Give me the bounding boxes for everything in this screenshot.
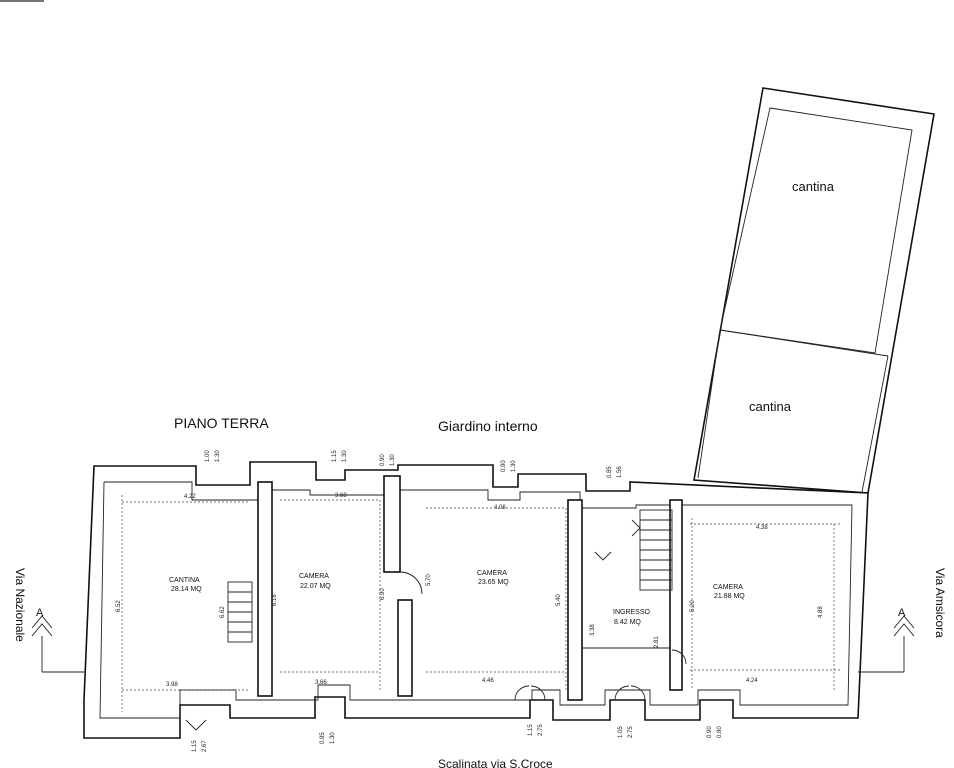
left-street-label: Via Nazionale xyxy=(13,568,27,642)
dimension-width: 3.68 xyxy=(335,493,347,499)
dimension-bottom: 1.15 xyxy=(528,724,534,736)
dimension-top: 0.85 xyxy=(607,466,613,478)
room-name: CAMERA xyxy=(477,570,507,577)
dimension-top: 1.56 xyxy=(617,466,623,478)
room-area: 23.65 MQ xyxy=(478,579,509,586)
dimension-width: 4.24 xyxy=(746,678,758,684)
dimension-top: 1.15 xyxy=(332,450,338,462)
dimension-top: 1.30 xyxy=(511,460,517,472)
dimension-height: 5.20 xyxy=(690,600,696,612)
dimension-width: 3.98 xyxy=(166,682,178,688)
dimension-height: 3.38 xyxy=(590,624,596,636)
dimension-bottom: 2.75 xyxy=(628,726,634,738)
dimension-width: 3.66 xyxy=(315,680,327,686)
dimension-top: 0.90 xyxy=(380,454,386,466)
dimension-bottom: 1.15 xyxy=(192,740,198,752)
room-area: 28.14 MQ xyxy=(171,586,202,593)
garden-label: Giardino interno xyxy=(438,418,538,434)
dimension-height: 6.90 xyxy=(380,588,386,600)
dimension-top: 1.30 xyxy=(390,454,396,466)
dimension-width: 4.46 xyxy=(482,678,494,684)
main-building xyxy=(83,461,869,739)
dimension-width: 4.06 xyxy=(494,505,506,511)
dimension-height: 6.18 xyxy=(272,594,278,606)
room-area: 8.42 MQ xyxy=(614,619,641,626)
annex-label-upper: cantina xyxy=(792,179,835,194)
dimension-bottom: 2.67 xyxy=(202,740,208,752)
room-name: CANTINA xyxy=(169,577,200,584)
dimension-height: 6.52 xyxy=(116,600,122,612)
room-name: INGRESSO xyxy=(613,609,651,616)
dimension-bottom: 0.85 xyxy=(320,732,326,744)
dimension-height: 6.62 xyxy=(220,606,226,618)
dimension-bottom: 0.80 xyxy=(717,726,723,738)
room-area: 21.88 MQ xyxy=(714,593,745,600)
plan-title: PIANO TERRA xyxy=(174,415,269,431)
dimension-width: 4.22 xyxy=(184,494,196,500)
section-arrow-left xyxy=(31,615,84,673)
staircase xyxy=(227,509,673,643)
room-area: 22.07 MQ xyxy=(300,583,331,590)
dimension-top: 0.90 xyxy=(501,460,507,472)
room-name: CAMERA xyxy=(299,573,329,580)
dimension-width: 4.38 xyxy=(756,525,768,531)
dimension-height: 4.88 xyxy=(818,606,824,618)
bottom-street-label: Scalinata via S.Croce xyxy=(438,757,553,768)
dimension-bottom: 1.30 xyxy=(330,732,336,744)
section-arrow-right xyxy=(858,615,915,673)
dimension-height: 2.81 xyxy=(654,636,660,648)
dimension-top: 1.00 xyxy=(205,450,211,462)
annex-label-lower: cantina xyxy=(749,399,792,414)
dimension-height: 5.40 xyxy=(556,594,562,606)
dimension-bottom: 1.05 xyxy=(618,726,624,738)
dimension-bottom: 0.90 xyxy=(707,726,713,738)
section-mark-left: A xyxy=(36,607,44,619)
section-mark-right: A xyxy=(898,607,906,619)
dimension-top: 1.30 xyxy=(215,450,221,462)
dimension-height: 5.70 xyxy=(426,574,432,586)
dimension-top: 1.30 xyxy=(342,450,348,462)
right-street-label: Via Amsicora xyxy=(933,568,947,638)
room-name: CAMERA xyxy=(713,584,743,591)
dimension-bottom: 2.75 xyxy=(538,724,544,736)
annex-cantine xyxy=(693,87,935,494)
